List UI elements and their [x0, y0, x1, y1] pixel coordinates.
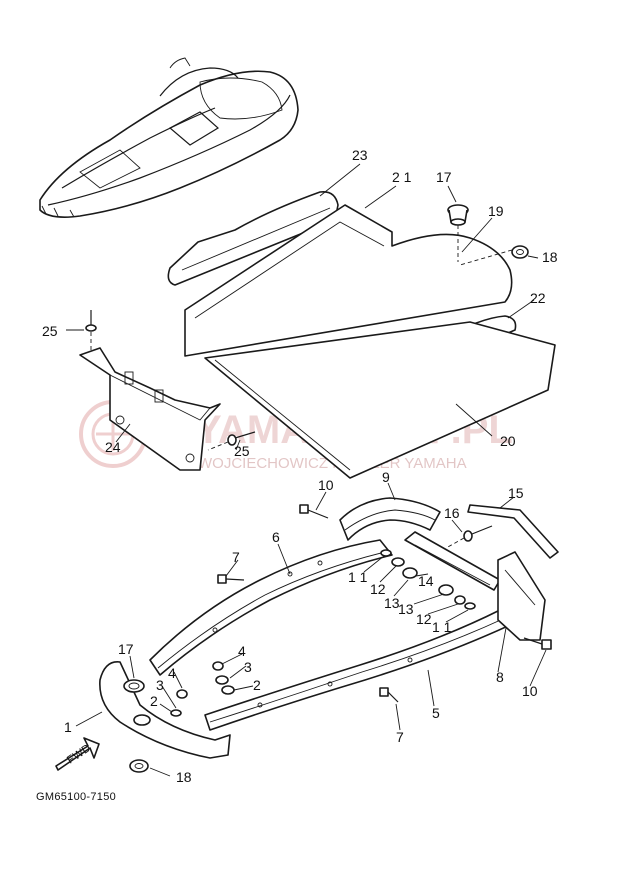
callout-11-right: 1 1	[432, 619, 452, 635]
callout-8: 8	[496, 669, 504, 685]
part-7-bolt-lower	[379, 687, 399, 703]
callout-20: 20	[500, 433, 516, 449]
callout-12-left: 12	[370, 581, 386, 597]
leader-lines	[66, 163, 547, 777]
part-23-hatch-cover	[167, 190, 339, 286]
callout-12-right: 12	[416, 611, 432, 627]
callout-7-upper: 7	[232, 549, 240, 565]
part-18-nut-lower	[129, 759, 149, 773]
callout-18-lower: 18	[176, 769, 192, 785]
callout-22: 22	[530, 290, 546, 306]
callout-19: 19	[488, 203, 504, 219]
part-18-nut-upper	[459, 245, 529, 266]
callout-10-lower: 10	[522, 683, 538, 699]
callout-25-lower: 25	[234, 443, 250, 459]
callout-25-upper: 25	[42, 323, 58, 339]
part-25-pin-lower	[207, 431, 256, 451]
fwd-arrow-icon: FWD	[55, 737, 100, 771]
part-9-bracket	[339, 497, 441, 541]
part-24-bracket	[79, 347, 221, 471]
callout-17-upper: 17	[436, 169, 452, 185]
callout-4-left: 4	[168, 665, 176, 681]
callout-14: 14	[418, 573, 434, 589]
part-8-rear-bracket	[497, 551, 546, 641]
callout-5: 5	[432, 705, 440, 721]
callout-16: 16	[444, 505, 460, 521]
callout-13-right: 13	[398, 601, 414, 617]
callout-1: 1	[64, 719, 72, 735]
part-6-rail	[149, 539, 393, 676]
part-10-bolt-lower	[523, 637, 552, 650]
watercraft-overview	[39, 57, 299, 218]
callout-21: 2 1	[392, 169, 412, 185]
callout-3-right: 3	[244, 659, 252, 675]
callout-6: 6	[272, 529, 280, 545]
part-15-strip	[467, 504, 559, 559]
callout-2-right: 2	[253, 677, 261, 693]
callout-9: 9	[382, 469, 390, 485]
callout-15: 15	[508, 485, 524, 501]
callout-18-upper: 18	[542, 249, 558, 265]
callout-3-left: 3	[156, 677, 164, 693]
part-21-mat	[184, 204, 513, 357]
callout-13-left: 13	[384, 595, 400, 611]
callout-17-lower: 17	[118, 641, 134, 657]
part-1-front-bumper	[99, 661, 231, 759]
fasteners-center	[380, 549, 476, 610]
callout-11-left: 1 1	[348, 569, 368, 585]
fasteners-left	[170, 661, 235, 717]
callout-7-lower: 7	[396, 729, 404, 745]
callout-10-upper: 10	[318, 477, 334, 493]
part-20-mat	[204, 321, 556, 479]
part-7-bolt-upper	[217, 574, 245, 584]
callout-23: 23	[352, 147, 368, 163]
part-16-pin	[445, 525, 493, 549]
callout-4-right: 4	[238, 643, 246, 659]
part-25-pin-upper	[85, 310, 97, 355]
callouts: 23 2 1 17 19 18 22 25 20 24 25 10 9 15 1…	[42, 147, 558, 785]
part-17-grommet-upper	[447, 204, 469, 262]
part-17-grommet-lower	[123, 679, 145, 693]
callout-24: 24	[105, 439, 121, 455]
diagram-code: GM65100-7150	[36, 791, 116, 803]
callout-2-left: 2	[150, 693, 158, 709]
part-10-bolt-upper	[299, 504, 329, 519]
